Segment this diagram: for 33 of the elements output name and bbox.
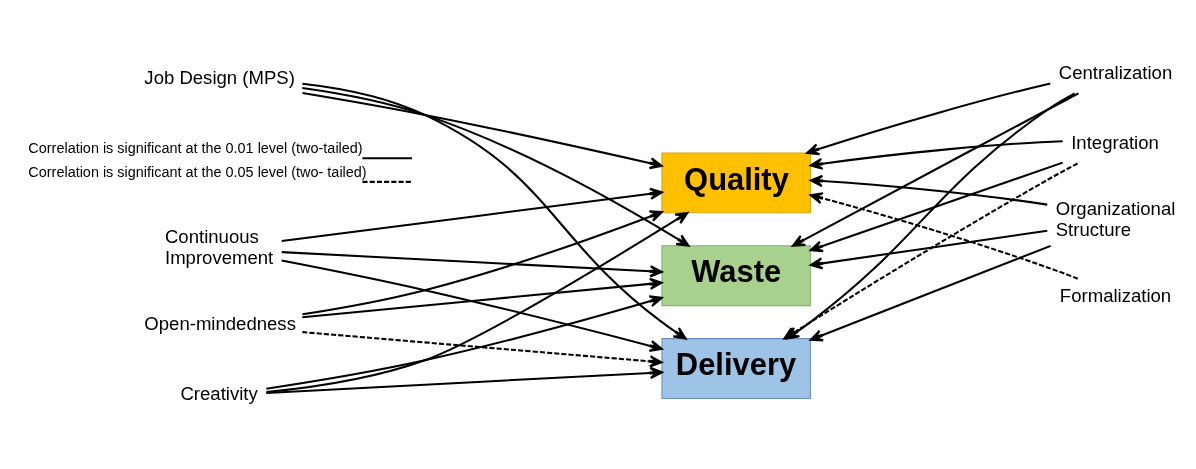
node-box: Delivery [661,337,811,399]
arrow [266,366,663,394]
arrow [809,139,1063,170]
arrow [281,259,663,352]
node-text: Continuous Improvement [164,225,274,268]
node-text: Creativity [180,382,258,404]
arrow [806,81,1051,155]
arrow [302,209,663,315]
arrow [281,250,663,277]
arrow [266,211,689,393]
node-text: Job Design (MPS) [144,66,295,88]
arrow [266,294,663,390]
node-text: Centralization [1058,61,1173,83]
node-text: Formalization [1059,284,1172,306]
node-text: Integration [1071,131,1159,153]
node-box: Quality [661,152,811,213]
arrow [809,191,1079,280]
arrow [281,187,663,242]
arrow [302,86,690,247]
arrow [809,229,1048,269]
node-text: Organizational Structure [1055,197,1176,240]
arrow [302,82,687,340]
legend-label: Correlation is significant at the 0.01 level (two-tailed) [28,139,363,156]
arrow [809,244,1052,341]
node-text: Open-mindedness [144,312,296,334]
arrow [809,161,1064,252]
node-box: Waste [661,244,811,306]
arrow [809,174,1048,206]
legend-label: Correlation is significant at the 0.05 level (two- tailed) [28,163,367,180]
arrow [302,91,663,169]
arrow [302,277,663,318]
arrow [791,91,1079,247]
arrow [302,330,663,367]
